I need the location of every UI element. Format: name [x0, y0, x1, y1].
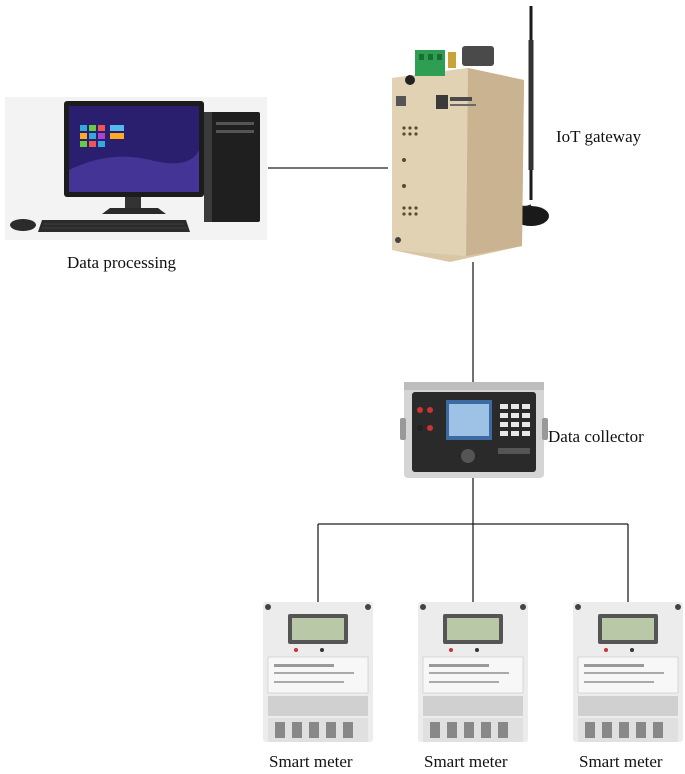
iot-gateway-device-icon: [392, 6, 549, 262]
connection-lines: [268, 167, 629, 602]
label-data-collector: Data collector: [548, 427, 644, 446]
smart-meter-icon: [418, 602, 528, 742]
label-smart-meter-1: Smart meter: [269, 752, 353, 771]
label-smart-meter-3: Smart meter: [579, 752, 663, 771]
smart-meter-icon: [573, 602, 683, 742]
data-collector-device-icon: [400, 382, 548, 478]
label-smart-meter-2: Smart meter: [424, 752, 508, 771]
desktop-computer-icon: [5, 97, 267, 240]
smart-meter-icon: [263, 602, 373, 742]
label-iot-gateway: IoT gateway: [556, 127, 642, 146]
label-data-processing: Data processing: [67, 253, 177, 272]
